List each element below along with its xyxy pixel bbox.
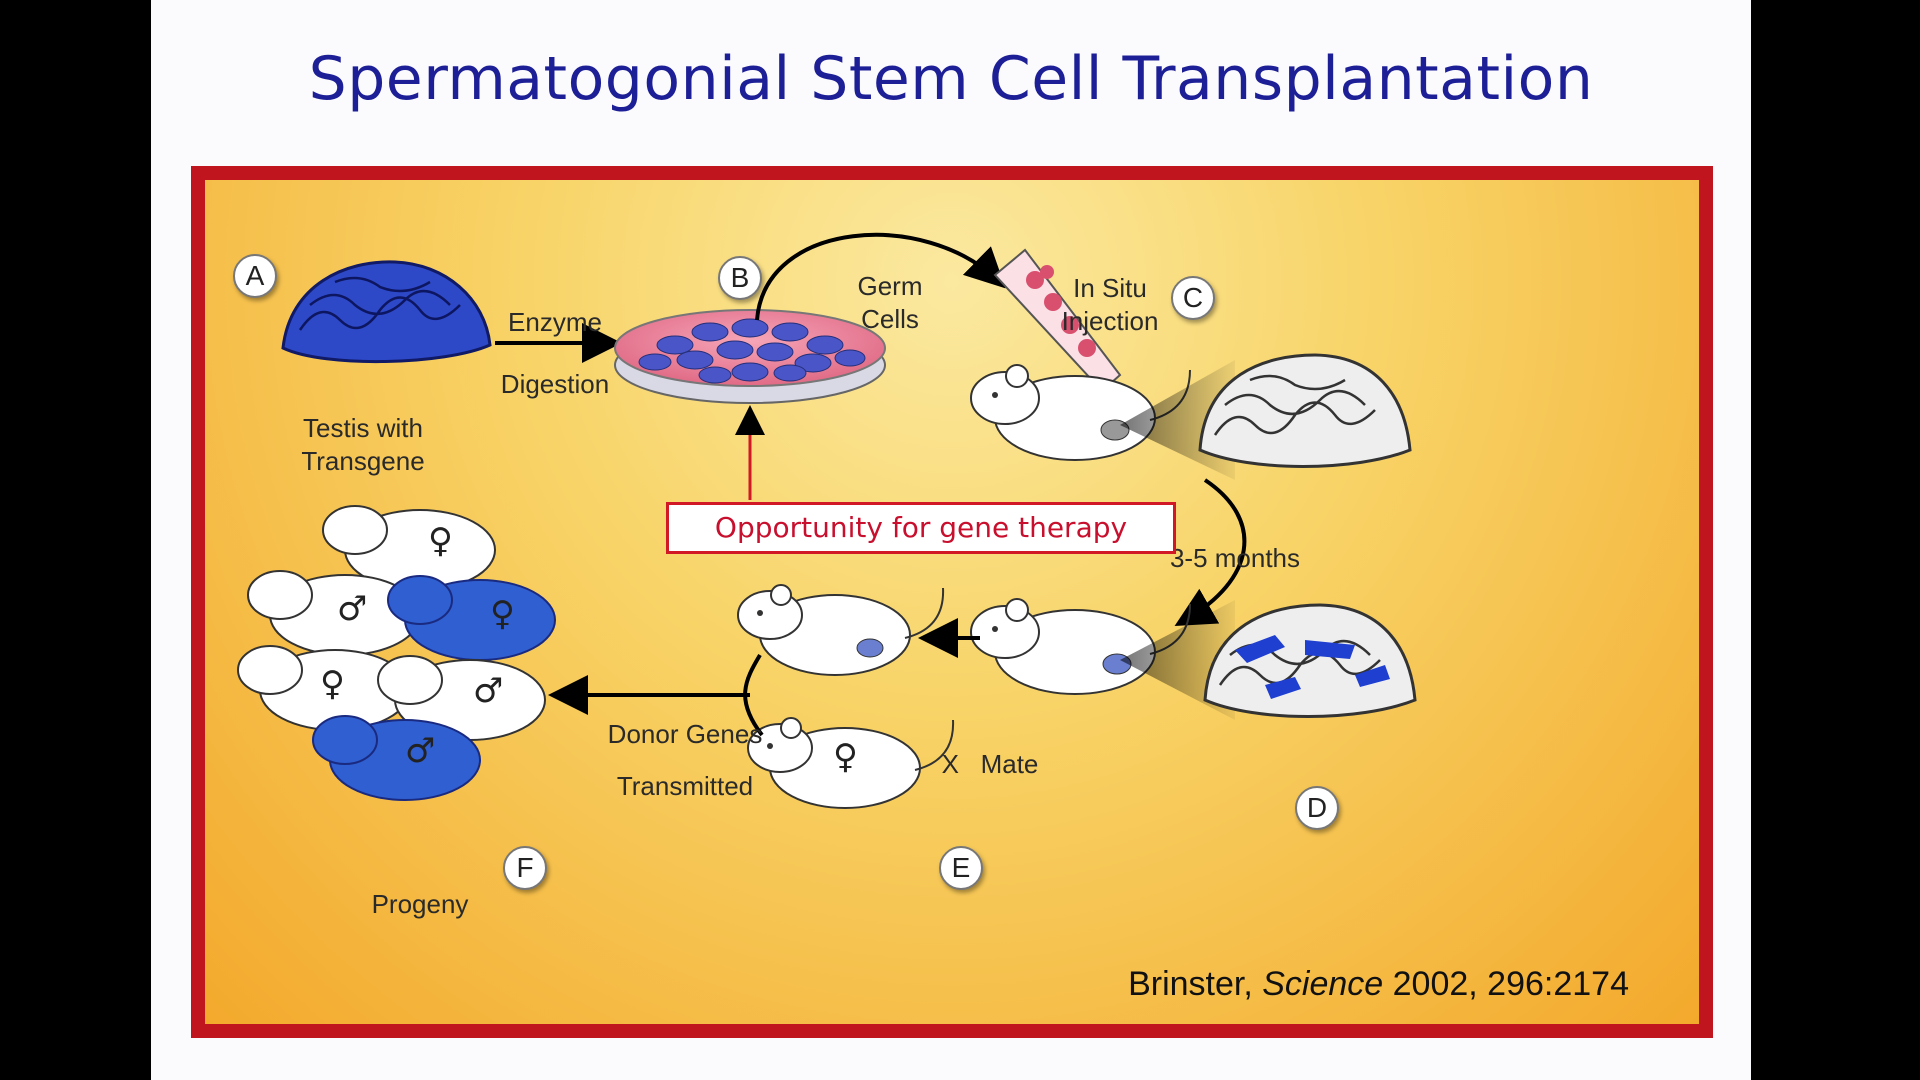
badge-a: A <box>233 254 277 298</box>
badge-e: E <box>939 846 983 890</box>
germ-cells-label: Germ Cells <box>825 270 955 336</box>
germ-cells-line1: Germ <box>857 271 923 301</box>
citation-author: Brinster, <box>1128 965 1263 1003</box>
recipient-mouse-icon <box>970 364 1191 461</box>
in-situ-line1: In Situ <box>1073 273 1147 303</box>
recipient-testis-icon <box>1198 353 1412 468</box>
progeny-label: Progeny <box>371 889 469 919</box>
months-label: 3-5 months <box>1169 543 1301 573</box>
in-situ-label: In Situ Injection <box>1045 272 1175 338</box>
months-arrow <box>1174 478 1247 626</box>
progeny-mice-icon <box>237 505 556 801</box>
figure-frame: ♀ ♀ ♂ ♀ ♀ <box>191 166 1713 1038</box>
badge-b: B <box>718 256 762 300</box>
germ-cells-arrow <box>755 233 1006 321</box>
slide: Spermatogonial Stem Cell Transplantation <box>151 0 1751 1080</box>
colonized-mouse-icon <box>970 598 1191 695</box>
donor-genes-label: Donor Genes <box>607 719 763 749</box>
citation-journal: Science <box>1262 965 1384 1003</box>
badge-f: F <box>503 846 547 890</box>
petri-dish-icon <box>614 309 886 404</box>
female-symbol-f1: ♀ <box>428 521 453 561</box>
citation-ref: 2002, 296:2174 <box>1383 965 1629 1003</box>
badge-c: C <box>1171 276 1215 320</box>
badge-d: D <box>1295 786 1339 830</box>
female-symbol-e: ♀ <box>833 737 858 777</box>
germ-cells-line2: Cells <box>861 304 919 334</box>
female-mouse-icon <box>747 717 955 809</box>
transmitted-label: Transmitted <box>616 771 754 801</box>
enzyme-label: Enzyme <box>508 307 602 337</box>
mating-bracket <box>743 653 764 737</box>
female-symbol-f2: ♀ <box>490 594 515 634</box>
citation: Brinster, Science 2002, 296:2174 <box>1128 965 1629 1004</box>
transplantation-diagram: ♀ ♀ ♂ ♀ ♀ <box>237 233 1417 809</box>
testis-label: Testis with Transgene <box>263 412 463 478</box>
in-situ-line2: Injection <box>1061 306 1159 336</box>
digestion-label: Digestion <box>500 369 610 399</box>
male-symbol-f1: ♂ <box>337 589 367 629</box>
testis-label-line1: Testis with <box>303 413 423 443</box>
donor-testis-icon <box>281 260 492 364</box>
male-mouse-icon <box>737 584 945 676</box>
gene-therapy-callout: Opportunity for gene therapy <box>666 502 1176 554</box>
male-symbol-f2: ♂ <box>473 671 503 711</box>
male-symbol-f3: ♂ <box>405 731 435 771</box>
colonized-testis-icon <box>1203 603 1417 718</box>
testis-label-line2: Transgene <box>301 446 425 476</box>
injection-needle-icon <box>993 248 1122 393</box>
female-symbol-f3: ♀ <box>320 664 345 704</box>
slide-title: Spermatogonial Stem Cell Transplantation <box>308 44 1594 114</box>
mate-label: X Mate <box>941 749 1039 779</box>
